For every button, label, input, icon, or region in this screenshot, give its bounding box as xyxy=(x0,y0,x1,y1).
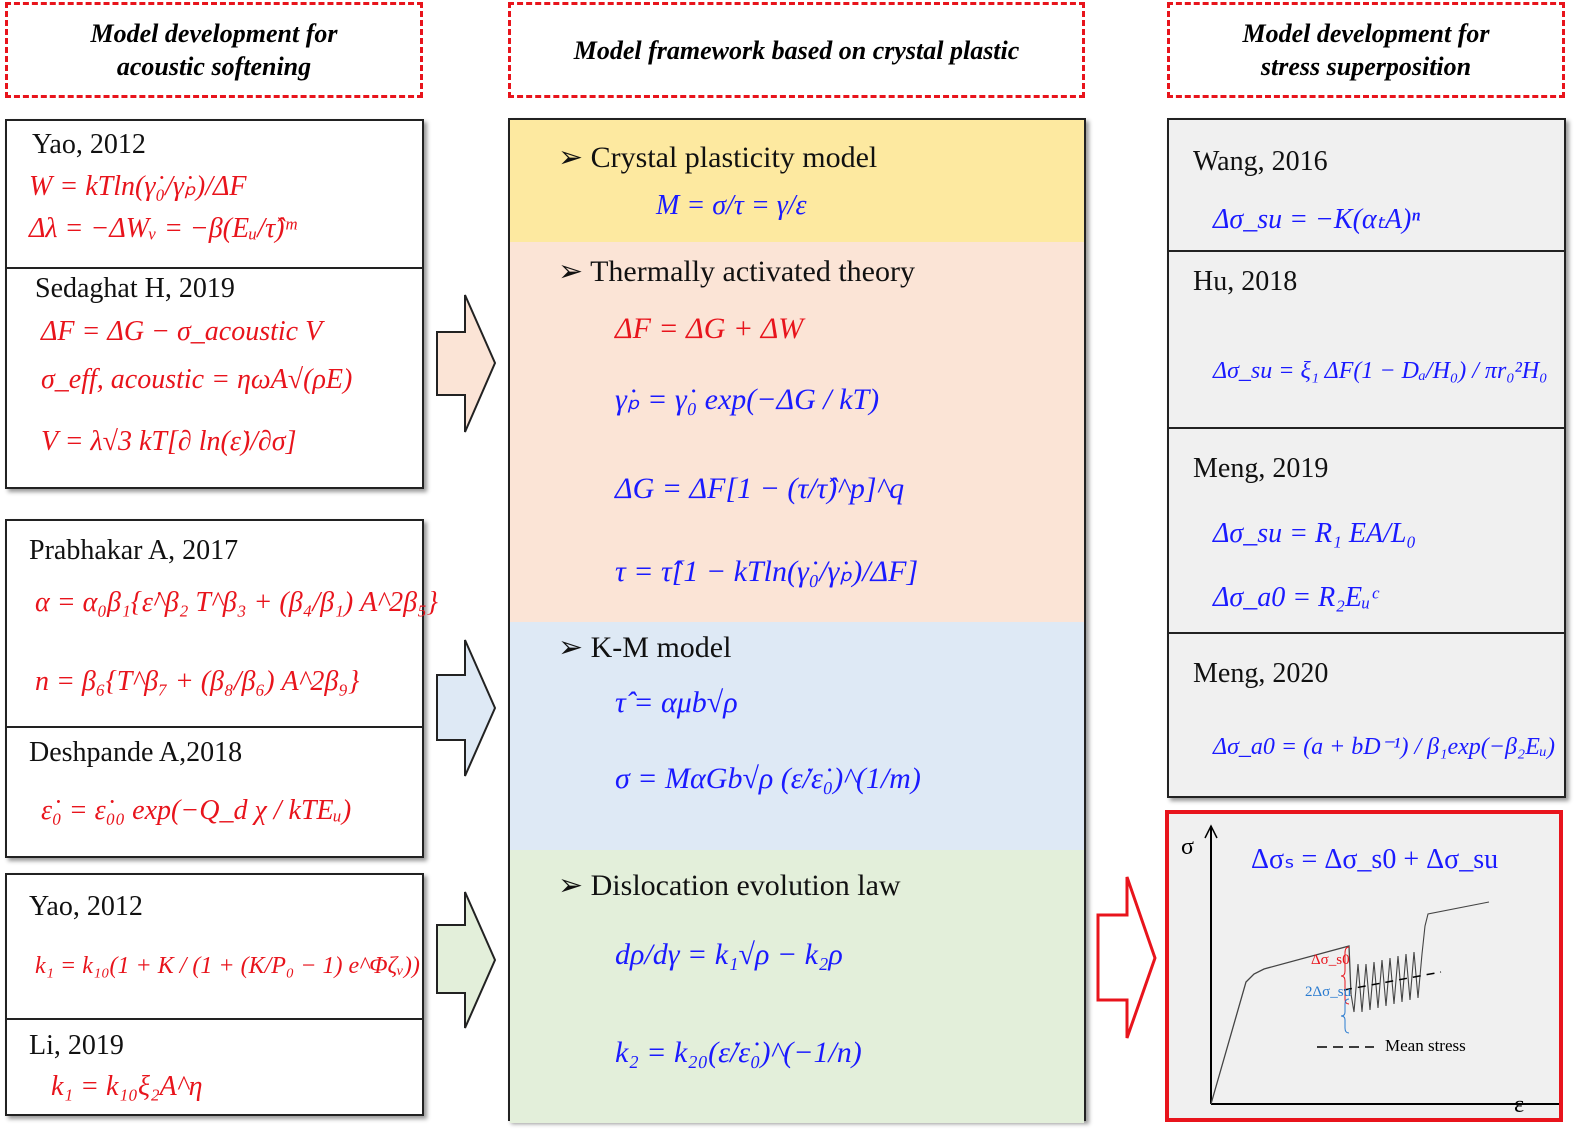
arrow-right-icon xyxy=(436,891,497,1029)
equation: σ = MαGb√ρ (ε̇/ε̇₀)^(1/m) xyxy=(615,762,921,795)
framework-panel: ➢ Crystal plasticity model M = σ/τ = γ/ε… xyxy=(508,118,1086,1123)
legend-mean-stress: Mean stress xyxy=(1385,1036,1466,1055)
arrows-left xyxy=(436,294,497,777)
stress-superposition-panel: Wang, 2016 Δσ_su = −K(αₜA)ⁿ Hu, 2018 Δσ_… xyxy=(1167,118,1566,798)
acoustic-box-1: Yao, 2012 W = kTln(γ̇₀/γ̇ₚ)/ΔF Δλ = −ΔWᵥ… xyxy=(5,119,424,489)
bullet-arrow-icon: ➢ xyxy=(558,141,584,174)
section-thermally-activated: ➢ Thermally activated theory ΔF = ΔG + Δ… xyxy=(510,242,1084,622)
equation: γ̇ₚ = γ̇₀ exp(−ΔG / kT) xyxy=(615,383,880,416)
header-acoustic-softening: Model development for acoustic softening xyxy=(5,2,423,98)
equation: V = λ√3 kT[∂ ln(ε̇)/∂σ] xyxy=(41,426,297,457)
citation: Meng, 2020 xyxy=(1193,658,1329,689)
header-text: Model framework based on crystal plastic xyxy=(573,35,1020,65)
equation: k₁ = k₁₀(1 + K / (1 + (K/P₀ − 1) e^Φζᵥ)) xyxy=(35,953,420,979)
divider xyxy=(1169,632,1564,634)
label-delta-sigma-su: 2Δσ_su xyxy=(1305,984,1352,1000)
divider xyxy=(1169,250,1564,252)
equation: ΔF = ΔG − σ_acoustic V xyxy=(41,316,323,347)
citation: Prabhakar A, 2017 xyxy=(29,535,239,566)
divider xyxy=(1169,427,1564,429)
equation: k₁ = k₁₀ξ₂A^η xyxy=(51,1071,203,1102)
citation: Li, 2019 xyxy=(29,1030,124,1061)
citation: Sedaghat H, 2019 xyxy=(35,273,235,304)
citation: Wang, 2016 xyxy=(1193,146,1328,177)
equation: dρ/dγ = k₁√ρ − k₂ρ xyxy=(615,938,843,971)
bullet-arrow-icon: ➢ xyxy=(558,869,584,902)
citation: Meng, 2019 xyxy=(1193,453,1329,484)
header-stress-superposition: Model development for stress superpositi… xyxy=(1167,2,1565,98)
header-model-framework: Model framework based on crystal plastic xyxy=(508,2,1085,98)
curve-elastic-plastic xyxy=(1210,945,1352,1105)
header-text: Model development for stress superpositi… xyxy=(1242,19,1490,81)
citation: Deshpande A,2018 xyxy=(29,737,243,768)
section-km-model: ➢ K-M model τ̂ = αμb√ρ σ = MαGb√ρ (ε̇/ε̇… xyxy=(510,622,1084,850)
bullet-arrow-icon: ➢ xyxy=(558,631,584,664)
equation: Δσ_su = −K(αₜA)ⁿ xyxy=(1213,204,1421,235)
equation: M = σ/τ = γ/ε xyxy=(656,190,807,221)
section-crystal-plasticity: ➢ Crystal plasticity model M = σ/τ = γ/ε xyxy=(510,120,1084,242)
equation: α = α₀β₁{ε̇^β₂ T^β₃ + (β₄/β₁) A^2β₅} xyxy=(35,587,438,618)
y-axis-arrow-icon xyxy=(1204,824,1218,839)
arrow-right-icon xyxy=(436,294,497,433)
equation: τ̂ = αμb√ρ xyxy=(615,686,738,719)
equation: n = β₆{T^β₇ + (β₈/β₆) A^2β₉} xyxy=(35,666,360,697)
arrow-right-icon xyxy=(436,639,497,777)
equation: ΔF = ΔG + ΔW xyxy=(615,312,804,345)
acoustic-box-3: Yao, 2012 k₁ = k₁₀(1 + K / (1 + (K/P₀ − … xyxy=(5,873,424,1116)
stress-strain-curve xyxy=(1204,824,1559,1105)
equation: Δσ_su = R₁ EA/L₀ xyxy=(1213,518,1417,549)
bullet-arrow-icon: ➢ xyxy=(558,255,584,288)
section-dislocation-evolution: ➢ Dislocation evolution law dρ/dγ = k₁√ρ… xyxy=(510,850,1084,1123)
equation: Δσ_su = ξ₁ ΔF(1 − Dₐ/H₀) / πr₀²H₀ xyxy=(1213,358,1548,384)
equation: σ_eff, acoustic = ηωA√(ρE) xyxy=(41,364,353,395)
divider xyxy=(7,726,422,728)
y-axis-label: σ xyxy=(1181,834,1194,860)
equation: k₂ = k₂₀(ε̇/ε̇₀)^(−1/n) xyxy=(615,1036,862,1069)
superposition-equation: Δσₛ = Δσ_s0 + Δσ_su xyxy=(1251,844,1499,875)
citation: Yao, 2012 xyxy=(29,891,143,922)
equation: ΔG = ΔF[1 − (τ/τ̂)^p]^q xyxy=(615,472,905,505)
curve-oscillation xyxy=(1350,901,1490,1013)
equation: W = kTln(γ̇₀/γ̇ₚ)/ΔF xyxy=(29,171,247,202)
mean-stress-line xyxy=(1343,971,1442,991)
arrow-right-icon xyxy=(1096,876,1157,1039)
stress-strain-plot-box: Δσₛ = Δσ_s0 + Δσ_su σ ε Δσ_s0 2Δσ_su Mea… xyxy=(1165,810,1563,1122)
equation: Δλ = −ΔWᵥ = −β(Eᵤ/τ̂)ᵐ xyxy=(29,213,297,244)
label-delta-sigma-s0: Δσ_s0 xyxy=(1311,952,1350,968)
citation: Hu, 2018 xyxy=(1193,266,1298,297)
equation: Δσ_a0 = (a + bD⁻¹) / β₁exp(−β₂Eᵤ) xyxy=(1213,734,1555,760)
brace-su xyxy=(1340,998,1350,1034)
divider xyxy=(7,1018,422,1020)
citation: Yao, 2012 xyxy=(32,129,146,160)
divider xyxy=(7,267,422,269)
section-title: ➢ Thermally activated theory xyxy=(558,255,915,288)
section-title: ➢ K-M model xyxy=(558,631,732,664)
acoustic-box-2: Prabhakar A, 2017 α = α₀β₁{ε̇^β₂ T^β₃ + … xyxy=(5,519,438,858)
header-text: Model development for acoustic softening xyxy=(90,19,338,81)
equation: Δσ_a0 = R₂Eᵤᶜ xyxy=(1213,582,1378,613)
equation: τ = τ̂[1 − kTln(γ̇₀/γ̇ₚ)/ΔF] xyxy=(615,555,919,588)
section-title: ➢ Crystal plasticity model xyxy=(558,141,878,174)
equation: ε̇₀ = ε̇₀₀ exp(−Q_d χ / kTEᵤ) xyxy=(41,795,352,826)
section-title: ➢ Dislocation evolution law xyxy=(558,869,901,902)
